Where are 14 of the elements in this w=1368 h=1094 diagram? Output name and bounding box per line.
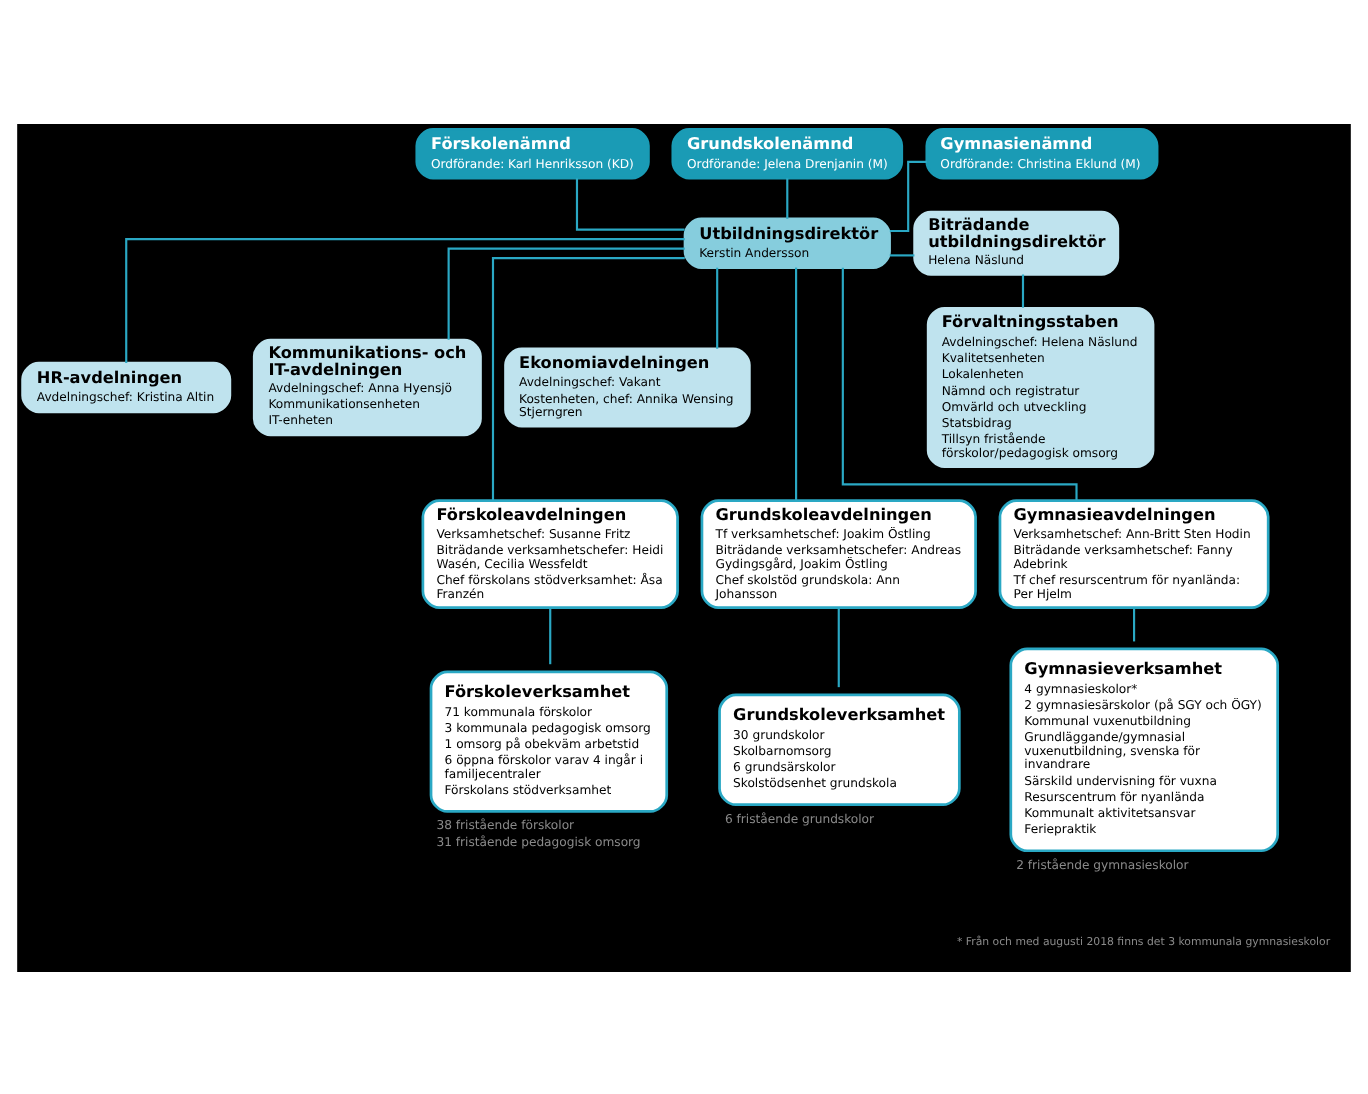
connector [889,253,915,256]
connector [889,159,927,232]
connector [1021,273,1025,307]
connector [575,177,685,230]
connector [795,266,798,500]
connector [716,266,719,348]
connector [549,606,552,664]
connector [841,266,1078,500]
connector [837,606,840,687]
connector [1133,606,1136,641]
connector [125,237,685,362]
connector [491,256,685,500]
connector [447,246,685,339]
connector [786,177,789,218]
